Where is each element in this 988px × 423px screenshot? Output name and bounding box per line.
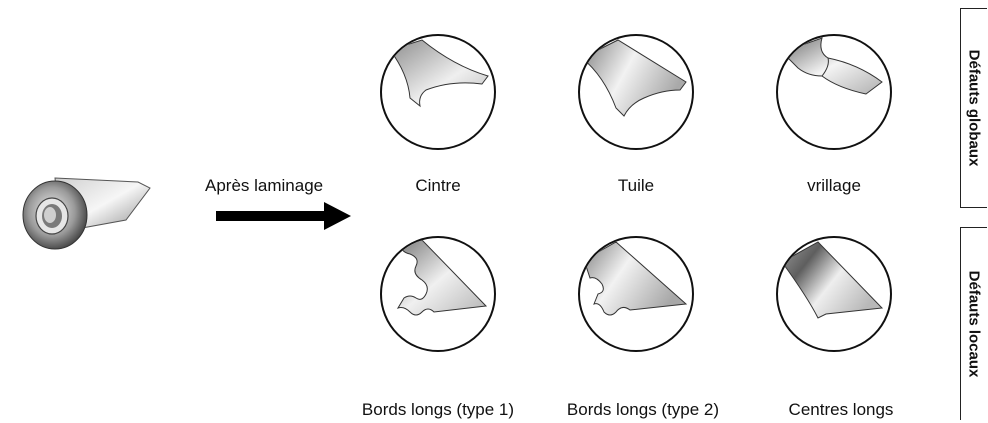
steel-coil-icon — [10, 160, 155, 260]
defect-label-tuile: Tuile — [617, 176, 655, 195]
defect-label-vrillage: vrillage — [807, 176, 861, 195]
defect-circle-bords-longs-2 — [578, 236, 694, 352]
tuile-strip-icon — [581, 39, 687, 117]
defect-circle-centres-longs — [776, 236, 892, 352]
group-label-local: Défauts locaux — [965, 270, 983, 378]
defect-label-bords-longs-1: Bords longs (type 1) — [361, 400, 515, 419]
defect-circle-vrillage — [776, 34, 892, 150]
defect-label-bords-longs-2: Bords longs (type 2) — [566, 400, 720, 419]
group-label-global-box: Défauts globaux — [960, 8, 987, 208]
group-label-global: Défauts globaux — [965, 49, 983, 167]
defect-circle-tuile — [578, 34, 694, 150]
group-label-local-box: Défauts locaux — [960, 227, 987, 420]
defect-label-cintre: Cintre — [415, 176, 461, 195]
wavy-edge-type1-icon — [396, 239, 488, 316]
defect-label-centres-longs: Centres longs — [788, 400, 894, 419]
right-arrow-icon — [216, 200, 351, 232]
vrillage-strip-icon — [781, 37, 883, 95]
long-center-strip-icon — [781, 241, 884, 319]
cintre-strip-icon — [389, 39, 489, 108]
defect-circle-bords-longs-1 — [380, 236, 496, 352]
defect-circle-cintre — [380, 34, 496, 150]
arrow-label: Après laminage — [205, 176, 324, 195]
wavy-edge-type2-icon — [583, 241, 688, 316]
